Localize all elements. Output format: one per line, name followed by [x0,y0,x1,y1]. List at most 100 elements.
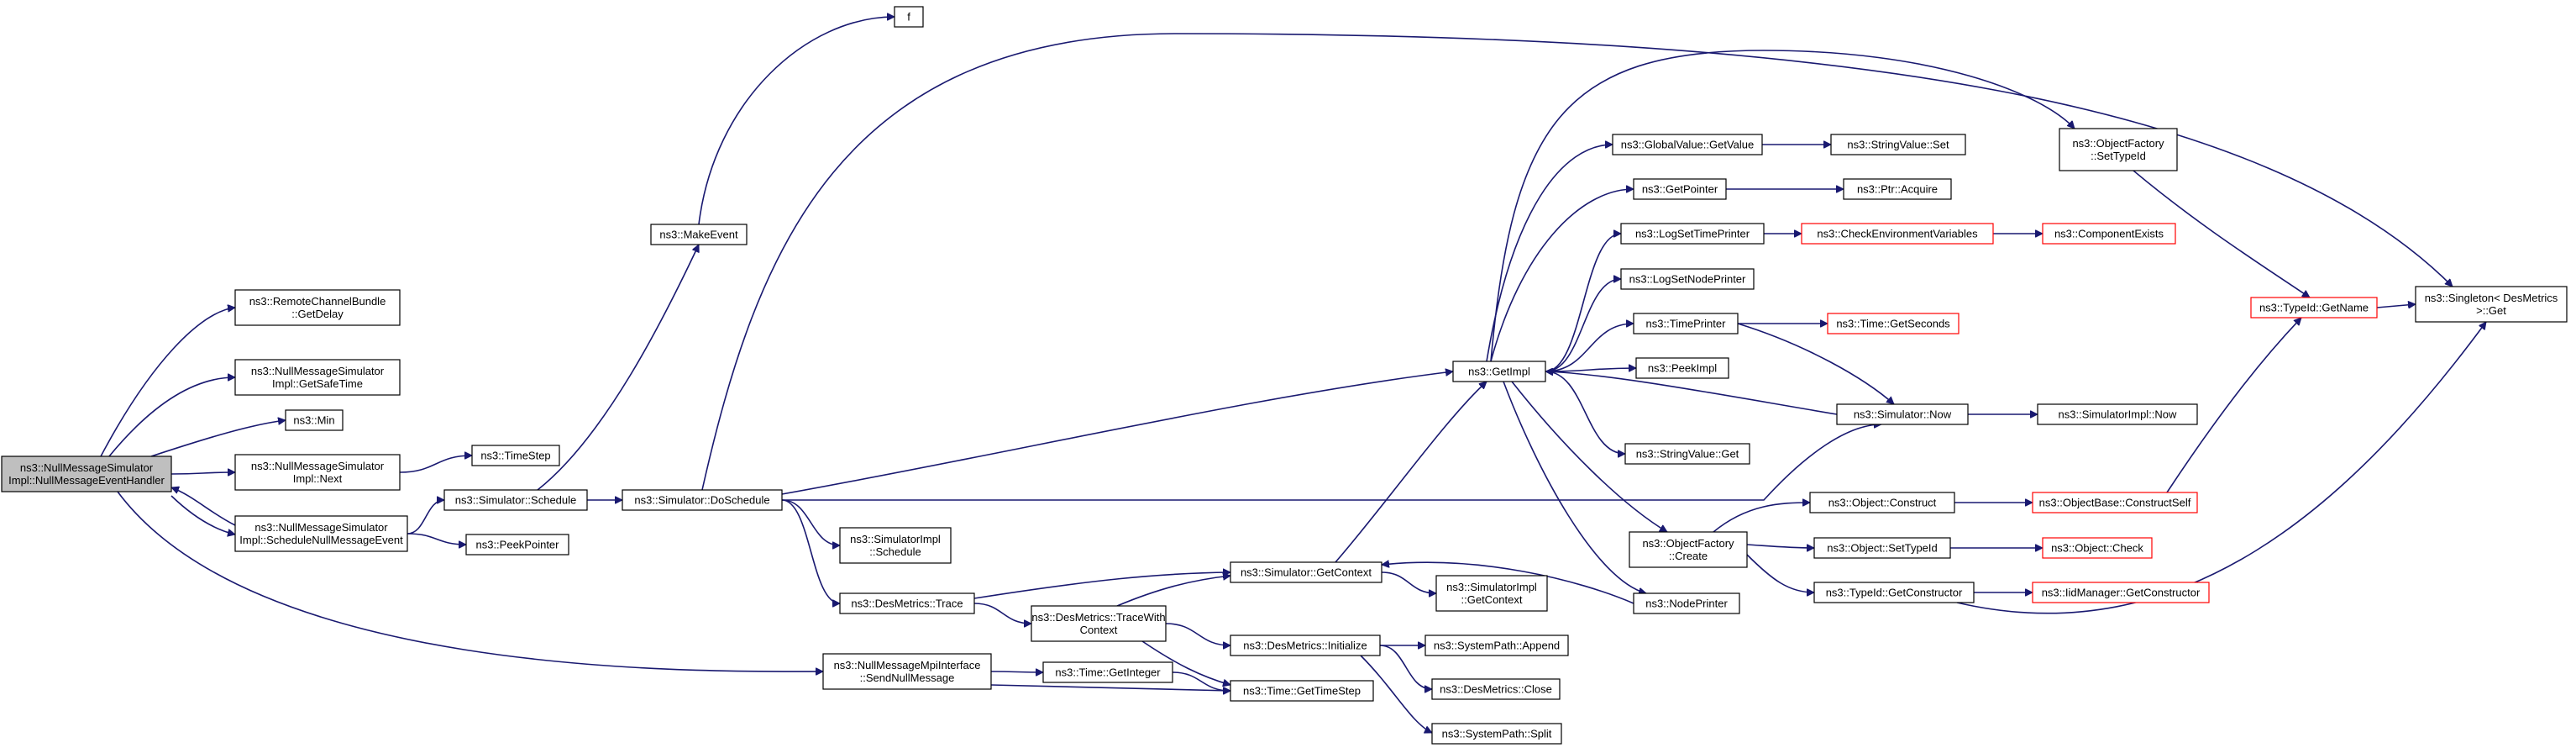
edge-doschedule-to-trace [781,499,841,603]
node-simimpl-now[interactable]: ns3::SimulatorImpl::Now [2037,403,2198,425]
node-close[interactable]: ns3::DesMetrics::Close [1431,678,1561,700]
node-nodeprinter[interactable]: ns3::NodePrinter [1633,592,1740,614]
node-initialize[interactable]: ns3::DesMetrics::Initialize [1230,635,1381,656]
node-iidm-getctor[interactable]: ns3::IidManager::GetConstructor [2032,582,2210,603]
node-compexists[interactable]: ns3::ComponentExists [2042,223,2176,245]
node-doschedule[interactable]: ns3::Simulator::DoSchedule [622,489,783,511]
node-box [1,455,172,492]
node-label: ns3::SimulatorImpl [1446,581,1537,593]
node-makeevent[interactable]: ns3::MakeEvent [650,224,748,245]
node-min[interactable]: ns3::Min [285,409,344,431]
node-ptr-acquire[interactable]: ns3::Ptr::Acquire [1843,178,1952,200]
node-sim-now[interactable]: ns3::Simulator::Now [1836,403,1969,425]
node-label: ns3::DesMetrics::TraceWith [1031,611,1165,624]
node-obj-construct[interactable]: ns3::Object::Construct [1809,492,1955,513]
edge-doschedule-to-simimpl-sched [781,499,840,545]
node-box [234,454,401,491]
node-label: ns3::Ptr::Acquire [1857,183,1938,196]
node-gv-getvalue[interactable]: ns3::GlobalValue::GetValue [1612,134,1763,155]
node-sv-set[interactable]: ns3::StringValue::Set [1830,134,1966,155]
node-timestep[interactable]: ns3::TimeStep [471,445,560,466]
edge-getcontext-to-simimpl-getctx [1381,571,1436,593]
node-checkenv[interactable]: ns3::CheckEnvironmentVariables [1801,223,1994,245]
edge-send-null-to-gettimestep [990,684,1230,691]
edge-makeevent-to-f [698,17,895,225]
node-box [443,489,588,511]
node-peekimpl[interactable]: ns3::PeekImpl [1635,357,1729,379]
edge-getimpl-to-timeprinter [1545,324,1634,372]
node-tid-getname[interactable]: ns3::TypeId::GetName [2250,297,2378,319]
node-label: ns3::Simulator::GetContext [1241,566,1372,579]
node-append[interactable]: ns3::SystemPath::Append [1424,635,1569,656]
node-peekpointer[interactable]: ns3::PeekPointer [465,534,569,556]
edge-getimpl-to-nodeprinter [1503,381,1646,593]
node-singleton[interactable]: ns3::Singleton< DesMetrics >::Get [2415,286,2568,323]
node-rcb[interactable]: ns3::RemoteChannelBundle::GetDelay [234,289,401,326]
node-safetime[interactable]: ns3::NullMessageSimulatorImpl::GetSafeTi… [234,359,401,396]
node-send-null[interactable]: ns3::NullMessageMpiInterface::SendNullMe… [822,653,992,690]
node-sv-get[interactable]: ns3::StringValue::Get [1624,443,1750,465]
edge-root-to-safetime [108,377,235,457]
node-label: ns3::SystemPath::Split [1442,728,1552,740]
node-trace[interactable]: ns3::DesMetrics::Trace [839,592,975,614]
node-box [234,359,401,396]
node-box [1230,680,1374,702]
node-label: ns3::Time::GetSeconds [1836,318,1950,330]
edge-of-create-to-tid-getctor [1746,554,1814,592]
edge-getimpl-to-sv-get [1545,371,1625,454]
node-box [622,489,783,511]
node-logsetnode[interactable]: ns3::LogSetNodePrinter [1620,268,1755,290]
node-box [1830,134,1966,155]
node-simimpl-sched[interactable]: ns3::SimulatorImpl::Schedule [839,527,952,564]
edge-doschedule-to-sim-now [782,424,1881,501]
node-getpointer[interactable]: ns3::GetPointer [1633,178,1727,200]
node-split[interactable]: ns3::SystemPath::Split [1431,723,1562,745]
node-box [894,6,924,28]
node-box [2032,492,2198,513]
node-constructself[interactable]: ns3::ObjectBase::ConstructSelf [2032,492,2198,513]
node-getcontext[interactable]: ns3::Simulator::GetContext [1230,561,1382,583]
node-obj-check[interactable]: ns3::Object::Check [2042,537,2153,559]
node-tid-getctor[interactable]: ns3::TypeId::GetConstructor [1813,582,1975,603]
node-label: ns3::RemoteChannelBundle [249,295,386,308]
node-simimpl-getctx[interactable]: ns3::SimulatorImpl::GetContext [1435,575,1548,612]
node-getinteger[interactable]: ns3::Time::GetInteger [1042,661,1173,683]
node-box [1827,313,1960,334]
node-label: ns3::ObjectFactory [1642,537,1734,550]
edge-initialize-to-split [1360,655,1432,734]
node-box [1230,561,1382,583]
node-sched-null[interactable]: ns3::NullMessageSimulatorImpl::ScheduleN… [234,515,408,552]
edge-send-null-to-getinteger [990,671,1043,672]
node-box [1843,178,1952,200]
node-label: Impl::Next [293,472,343,485]
node-box [2059,128,2178,171]
node-label: ns3::Time::GetInteger [1055,666,1161,679]
edge-timeprinter-to-sim-now [1737,323,1894,404]
node-logsettime[interactable]: ns3::LogSetTimePrinter [1620,223,1765,245]
node-timeprinter[interactable]: ns3::TimePrinter [1633,313,1739,334]
node-box [1452,361,1546,382]
node-label: ns3::NodePrinter [1645,598,1728,610]
node-box [1031,605,1167,642]
node-box [2415,286,2568,323]
node-label: ns3::CheckEnvironmentVariables [1817,228,1978,240]
edge-trace-to-tracewith [973,603,1031,624]
node-box [2037,403,2198,425]
node-obj-settypeid[interactable]: ns3::Object::SetTypeId [1813,537,1951,559]
edge-next-to-timestep [399,455,472,473]
edge-sched-null-to-sim-schedule [407,500,445,534]
edge-tid-getctor-to-singleton [1956,322,2487,614]
node-gettimestep[interactable]: ns3::Time::GetTimeStep [1230,680,1374,702]
node-root[interactable]: ns3::NullMessageSimulatorImpl::NullMessa… [1,455,172,492]
node-getimpl[interactable]: ns3::GetImpl [1452,361,1546,382]
node-of-settypeid[interactable]: ns3::ObjectFactory::SetTypeId [2059,128,2178,171]
edge-getimpl-to-peekimpl [1545,368,1636,372]
node-of-create[interactable]: ns3::ObjectFactory::Create [1629,531,1748,568]
edge-getimpl-to-of-create [1511,381,1667,533]
node-sim-schedule[interactable]: ns3::Simulator::Schedule [443,489,588,511]
node-getseconds[interactable]: ns3::Time::GetSeconds [1827,313,1960,334]
node-label: ns3::PeekPointer [475,539,559,551]
node-f[interactable]: f [894,6,924,28]
